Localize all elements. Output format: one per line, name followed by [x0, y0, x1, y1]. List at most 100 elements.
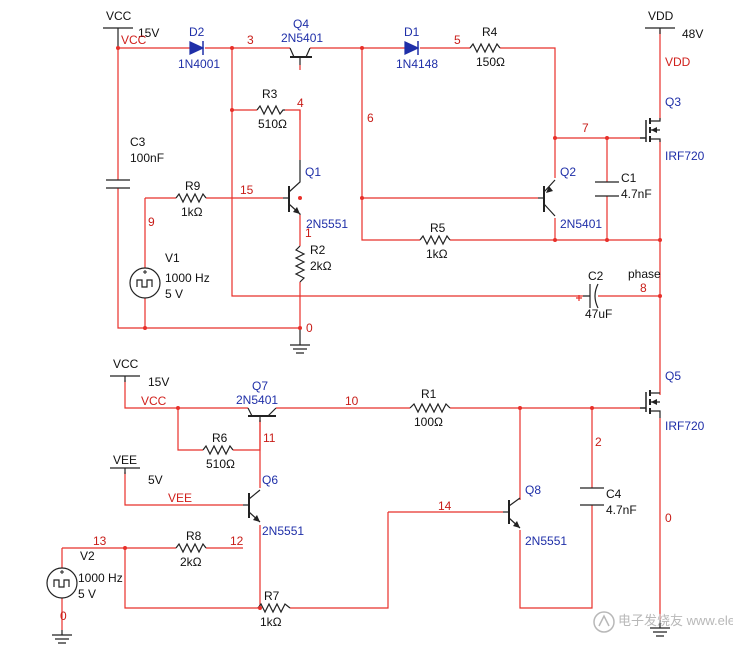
q7-part: 2N5401: [236, 393, 278, 407]
net-label-0-bottom: 0: [60, 609, 67, 623]
c1-value: 4.7nF: [621, 187, 652, 201]
q8-ref: Q8: [525, 483, 541, 497]
ground-icon-bottom-left: [52, 630, 72, 644]
capacitor-c3-symbol: [106, 179, 130, 189]
q4-ref: Q4: [293, 17, 309, 31]
resistor-r6-symbol: [202, 444, 234, 456]
c2-ref: C2: [588, 269, 604, 283]
watermark-text: 电子发烧友 www.elecfans.com: [618, 613, 733, 628]
resistor-r3-symbol: [256, 104, 285, 116]
net-label-12: 12: [230, 534, 244, 548]
r2-value: 2kΩ: [310, 259, 332, 273]
r7-value: 1kΩ: [260, 615, 282, 629]
net-label-4: 4: [297, 96, 304, 110]
signal-source-v2-symbol: [46, 567, 78, 599]
vdd-symbol: [645, 27, 675, 34]
net-label-13: 13: [93, 534, 107, 548]
q8-part: 2N5551: [525, 534, 567, 548]
net-label-7: 7: [582, 121, 589, 135]
resistor-r8-symbol: [175, 542, 207, 554]
resistor-r5-symbol: [419, 234, 451, 246]
r6-ref: R6: [212, 431, 228, 445]
r5-ref: R5: [430, 221, 446, 235]
r8-value: 2kΩ: [180, 555, 202, 569]
q3-part: IRF720: [665, 149, 705, 163]
c2-value: 47uF: [585, 307, 612, 321]
vcc-bottom-label: VCC: [113, 357, 139, 371]
net-label-10: 10: [345, 394, 359, 408]
net-label-5: 5: [454, 33, 461, 47]
c3-ref: C3: [130, 135, 146, 149]
capacitor-c4-symbol: [580, 487, 604, 506]
vcc-top-symbol: [103, 27, 133, 48]
q5-ref: Q5: [665, 369, 681, 383]
r9-ref: R9: [185, 179, 201, 193]
net-label-0-mid: 0: [665, 511, 672, 525]
q1-part: 2N5551: [306, 217, 348, 231]
capacitor-c1-symbol: [595, 181, 619, 197]
q2-ref: Q2: [560, 165, 576, 179]
transistor-q6-symbol: [243, 489, 261, 523]
r4-ref: R4: [482, 25, 498, 39]
q2-part: 2N5401: [560, 217, 602, 231]
transistor-q2-symbol: [538, 179, 556, 217]
net-label-15: 15: [240, 183, 254, 197]
net-label-11: 11: [263, 431, 276, 445]
r9-value: 1kΩ: [181, 205, 203, 219]
net-label-14: 14: [438, 499, 452, 513]
q5-part: IRF720: [665, 419, 705, 433]
vcc-top-value: 15V: [138, 26, 159, 40]
wires-bottom: [61, 380, 661, 630]
q6-ref: Q6: [262, 473, 278, 487]
q7-ref: Q7: [252, 379, 268, 393]
resistor-r2-symbol: [294, 245, 306, 283]
net-label-2: 2: [595, 435, 602, 449]
vee-value: 5V: [148, 473, 163, 487]
vee-symbol: [110, 467, 140, 474]
net-label-0-top: 0: [306, 321, 313, 335]
vcc-bottom-net: VCC: [141, 394, 167, 408]
net-label-phase: phase: [628, 267, 661, 281]
d1-part: 1N4148: [396, 57, 438, 71]
transistor-q4-symbol: [289, 47, 312, 65]
r2-ref: R2: [310, 243, 326, 257]
v1-amp: 5 V: [165, 287, 183, 301]
transistor-q7-symbol: [247, 407, 277, 422]
r1-ref: R1: [421, 387, 437, 401]
d1-ref: D1: [404, 25, 420, 39]
net-label-8: 8: [640, 281, 647, 295]
r7-ref: R7: [264, 589, 280, 603]
signal-source-v1-symbol: [129, 267, 161, 299]
vcc-top-net: VCC: [121, 33, 147, 47]
vdd-label: VDD: [648, 9, 674, 23]
vdd-net: VDD: [665, 55, 691, 69]
diode-d2-symbol: [189, 41, 205, 55]
v2-ref: V2: [80, 549, 95, 563]
vcc-bottom-value: 15V: [148, 375, 169, 389]
capacitor-c2-symbol: [576, 283, 599, 309]
diode-d1-symbol: [404, 41, 420, 55]
wires-top: [117, 30, 661, 395]
d2-ref: D2: [189, 25, 205, 39]
q3-ref: Q3: [665, 95, 681, 109]
vdd-value: 48V: [682, 27, 703, 41]
r5-value: 1kΩ: [426, 247, 448, 261]
q1-ref: Q1: [305, 165, 321, 179]
r3-ref: R3: [262, 87, 278, 101]
transistor-q8-symbol: [503, 497, 521, 529]
q6-part: 2N5551: [262, 524, 304, 538]
c4-ref: C4: [606, 487, 622, 501]
net-label-3: 3: [247, 33, 254, 47]
watermark: 电子发烧友 www.elecfans.com: [593, 611, 733, 633]
net-label-9: 9: [148, 215, 155, 229]
vcc-bottom-symbol: [110, 375, 140, 382]
net-label-6: 6: [367, 111, 374, 125]
resistor-r9-symbol: [175, 192, 207, 204]
r4-value: 150Ω: [476, 55, 505, 69]
c4-value: 4.7nF: [606, 503, 637, 517]
ground-icon-top: [290, 328, 310, 354]
r3-value: 510Ω: [258, 117, 287, 131]
net-label-1: 1: [305, 226, 312, 240]
v1-ref: V1: [165, 251, 180, 265]
